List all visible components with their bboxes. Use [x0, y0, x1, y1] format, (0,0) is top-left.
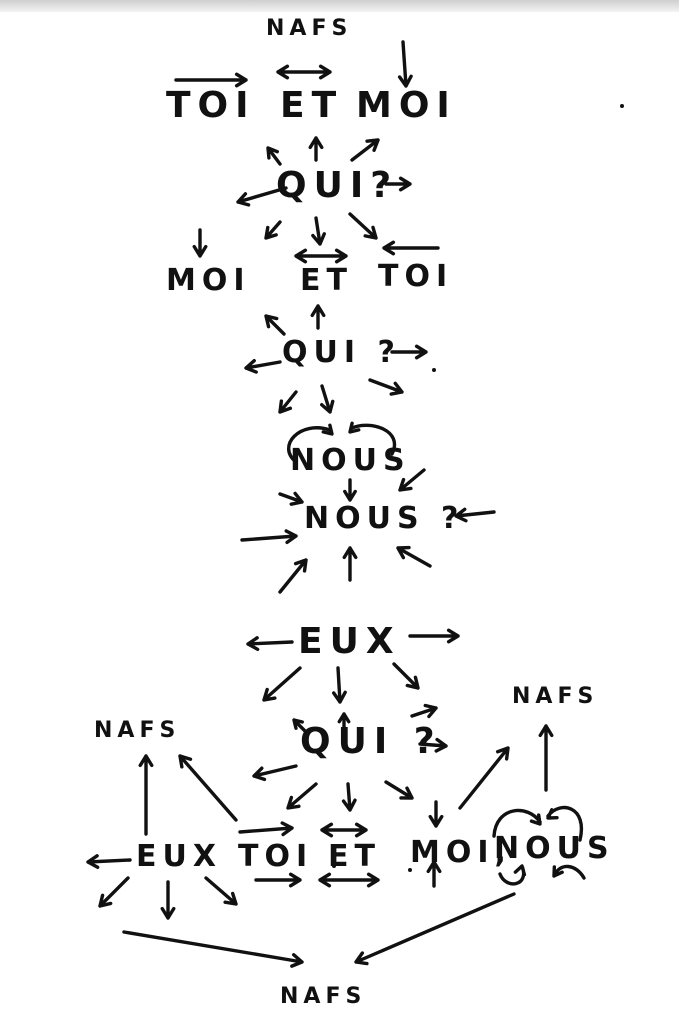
arrow: [292, 718, 308, 734]
curved-arrow: [498, 864, 527, 886]
arrow-to-nafs-bottom: [122, 930, 304, 968]
word-toi-3: TOI: [238, 839, 314, 874]
arrow: [244, 359, 282, 374]
arrow: [428, 800, 444, 828]
arrow-toi-left: [382, 240, 440, 256]
arrow: [458, 746, 510, 810]
word-nous-1: NOUS: [290, 443, 411, 478]
arrow: [418, 737, 448, 753]
word-qui-1: QUI?: [276, 165, 399, 206]
arrow: [343, 478, 357, 502]
arrow: [337, 712, 351, 734]
word-moi-3: MOI,: [410, 835, 512, 870]
scan-top-edge: [0, 0, 679, 12]
arrow: [138, 754, 154, 836]
word-nous-2: NOUS ?: [304, 501, 465, 536]
ink-dot: [620, 104, 624, 108]
arrow: [392, 662, 420, 690]
arrow: [278, 558, 308, 594]
arrow: [320, 384, 335, 414]
arrow: [266, 146, 282, 166]
word-et-1: ET: [280, 85, 344, 126]
word-qui-2: QUI ?: [282, 335, 401, 370]
arrow: [308, 136, 324, 162]
word-moi-1: MOI: [356, 85, 457, 126]
word-nafs-left: NAFS: [94, 718, 181, 743]
arrow: [178, 754, 238, 822]
word-nafs-right: NAFS: [512, 684, 599, 709]
arrow-et-both: [320, 822, 368, 838]
arrow: [368, 378, 404, 396]
arrow: [332, 666, 347, 704]
curved-arrow: [348, 421, 396, 456]
arrow: [350, 138, 380, 162]
arrow: [396, 545, 432, 568]
arrow: [348, 212, 378, 240]
word-et-2: ET: [300, 263, 353, 298]
curved-arrow: [546, 806, 584, 842]
arrow: [342, 546, 358, 582]
arrow: [160, 880, 176, 920]
word-eux-2: EUX: [136, 839, 222, 874]
arrow: [410, 703, 438, 719]
arrow-to-nafs-bottom: [354, 892, 516, 966]
ink-dot: [432, 368, 436, 372]
arrow: [98, 876, 130, 908]
word-moi-2: MOI: [166, 263, 251, 298]
word-nous-3: NOUS: [494, 831, 615, 866]
arrow: [538, 724, 554, 792]
ink-dot: [332, 864, 336, 868]
arrow: [254, 872, 302, 888]
arrow-moi-down: [397, 40, 413, 88]
arrow: [311, 216, 326, 246]
arrow: [398, 468, 426, 492]
word-nafs-bottom: NAFS: [280, 984, 367, 1009]
arrow-et-both: [276, 64, 332, 80]
arrow: [240, 529, 298, 545]
arrow: [238, 821, 294, 837]
arrow: [408, 628, 460, 644]
arrow-moi-down: [192, 228, 208, 258]
arrow-et-both: [294, 248, 348, 264]
arrow: [236, 186, 288, 207]
arrow: [341, 782, 357, 812]
arrow: [204, 876, 238, 906]
word-toi-2: TOI: [378, 259, 454, 294]
curved-arrow: [492, 808, 542, 838]
arrow: [384, 176, 412, 192]
arrow: [278, 491, 304, 506]
arrow: [454, 507, 496, 523]
curved-arrow: [287, 423, 334, 464]
arrow: [278, 390, 298, 414]
arrow: [246, 636, 294, 652]
arrow: [86, 854, 132, 869]
word-nafs-top: NAFS: [266, 16, 353, 41]
arrow: [262, 666, 302, 702]
word-qui-3: QUI ?: [300, 721, 442, 762]
ink-dot: [408, 868, 412, 872]
word-eux-1: EUX: [298, 621, 401, 662]
arrow: [390, 344, 428, 360]
arrow: [426, 860, 442, 888]
arrow: [310, 304, 326, 330]
arrow-et-both: [318, 872, 380, 888]
arrow: [384, 780, 414, 800]
arrow-group: [86, 40, 624, 968]
word-toi-1: TOI: [166, 85, 256, 126]
arrow: [286, 782, 318, 810]
arrow: [264, 314, 286, 336]
arrow-toi-right: [174, 72, 248, 88]
arrow: [252, 764, 298, 782]
arrow: [264, 220, 282, 240]
curved-arrow: [552, 864, 586, 880]
